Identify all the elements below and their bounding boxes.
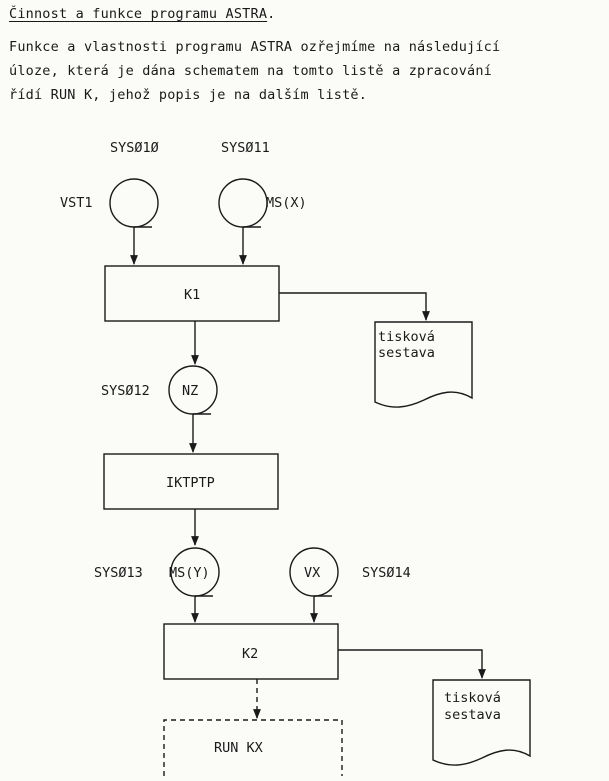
device-label-sys011: SYSØ11 <box>221 140 270 156</box>
intro-paragraph: Funkce a vlastnosti programu ASTRA ozřej… <box>9 35 500 107</box>
file-label-vx: VX <box>304 565 320 581</box>
arrow-k1-report1 <box>279 292 430 321</box>
file-label-nz: NZ <box>182 383 198 399</box>
program-box-k2 <box>163 623 339 680</box>
device-label-sys012: SYSØ12 <box>101 383 150 399</box>
program-label-k2: K2 <box>242 646 258 662</box>
file-label-ms-y: MS(Y) <box>169 565 210 581</box>
intro-line: Funkce a vlastnosti programu ASTRA ozřej… <box>9 39 501 55</box>
device-label-sys014: SYSØ14 <box>362 565 411 581</box>
intro-line: úloze, která je dána schematem na tomto … <box>9 63 493 79</box>
file-label-ms-x: MS(X) <box>266 195 307 211</box>
heading-period: . <box>267 6 276 22</box>
device-label-sys010: SYSØ1Ø <box>110 140 159 156</box>
tape-vst1 <box>109 178 159 228</box>
file-label-vst1: VST1 <box>60 195 93 211</box>
arrow-k2-report2 <box>338 649 486 679</box>
report-doc-1 <box>374 321 473 408</box>
tape-ms-x <box>218 178 268 228</box>
report-doc-2 <box>432 679 531 766</box>
program-label-iktptp: IKTPTP <box>166 475 215 491</box>
program-label-run-kx: RUN KX <box>214 740 263 756</box>
report1-line2: sestava <box>378 345 435 361</box>
program-box-iktptp <box>103 453 279 510</box>
section-heading: Činnost a funkce programu ASTRA. <box>9 6 276 22</box>
device-label-sys013: SYSØ13 <box>94 565 143 581</box>
program-label-k1: K1 <box>184 287 200 303</box>
report2-line1: tisková <box>444 690 501 706</box>
program-box-run-kx <box>163 719 343 776</box>
intro-line: řídí RUN K, jehož popis je na dalším lis… <box>9 87 368 103</box>
report1-line1: tisková <box>378 329 435 345</box>
report2-line2: sestava <box>444 707 501 723</box>
heading-text: Činnost a funkce programu ASTRA <box>9 6 268 22</box>
